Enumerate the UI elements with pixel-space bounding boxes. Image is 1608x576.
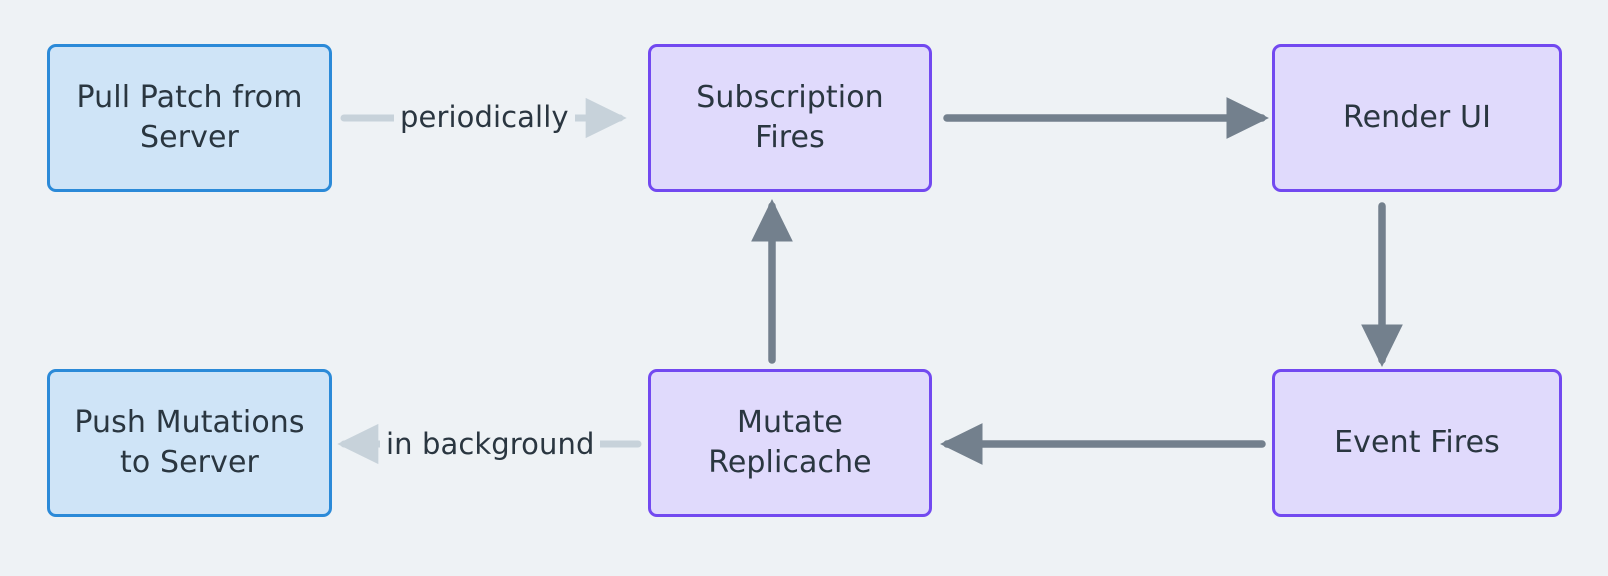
node-label: Event Fires xyxy=(1334,425,1500,461)
node-pull-patch-from-server[interactable]: Pull Patch from Server xyxy=(47,44,332,192)
node-label: Subscription Fires xyxy=(696,80,884,155)
edge-label-in-background: in background xyxy=(380,427,601,461)
edge-label-periodically: periodically xyxy=(394,100,575,134)
node-label: Render UI xyxy=(1342,100,1492,136)
node-push-mutations-to-server[interactable]: Push Mutations to Server xyxy=(47,369,332,517)
node-render-ui[interactable]: Render UI xyxy=(1272,44,1562,192)
node-mutate-replicache[interactable]: Mutate Replicache xyxy=(648,369,932,517)
node-event-fires[interactable]: Event Fires xyxy=(1272,369,1562,517)
node-label: Mutate Replicache xyxy=(708,405,872,480)
node-label: Push Mutations to Server xyxy=(74,405,305,480)
node-subscription-fires[interactable]: Subscription Fires xyxy=(648,44,932,192)
node-label: Pull Patch from Server xyxy=(76,80,303,155)
